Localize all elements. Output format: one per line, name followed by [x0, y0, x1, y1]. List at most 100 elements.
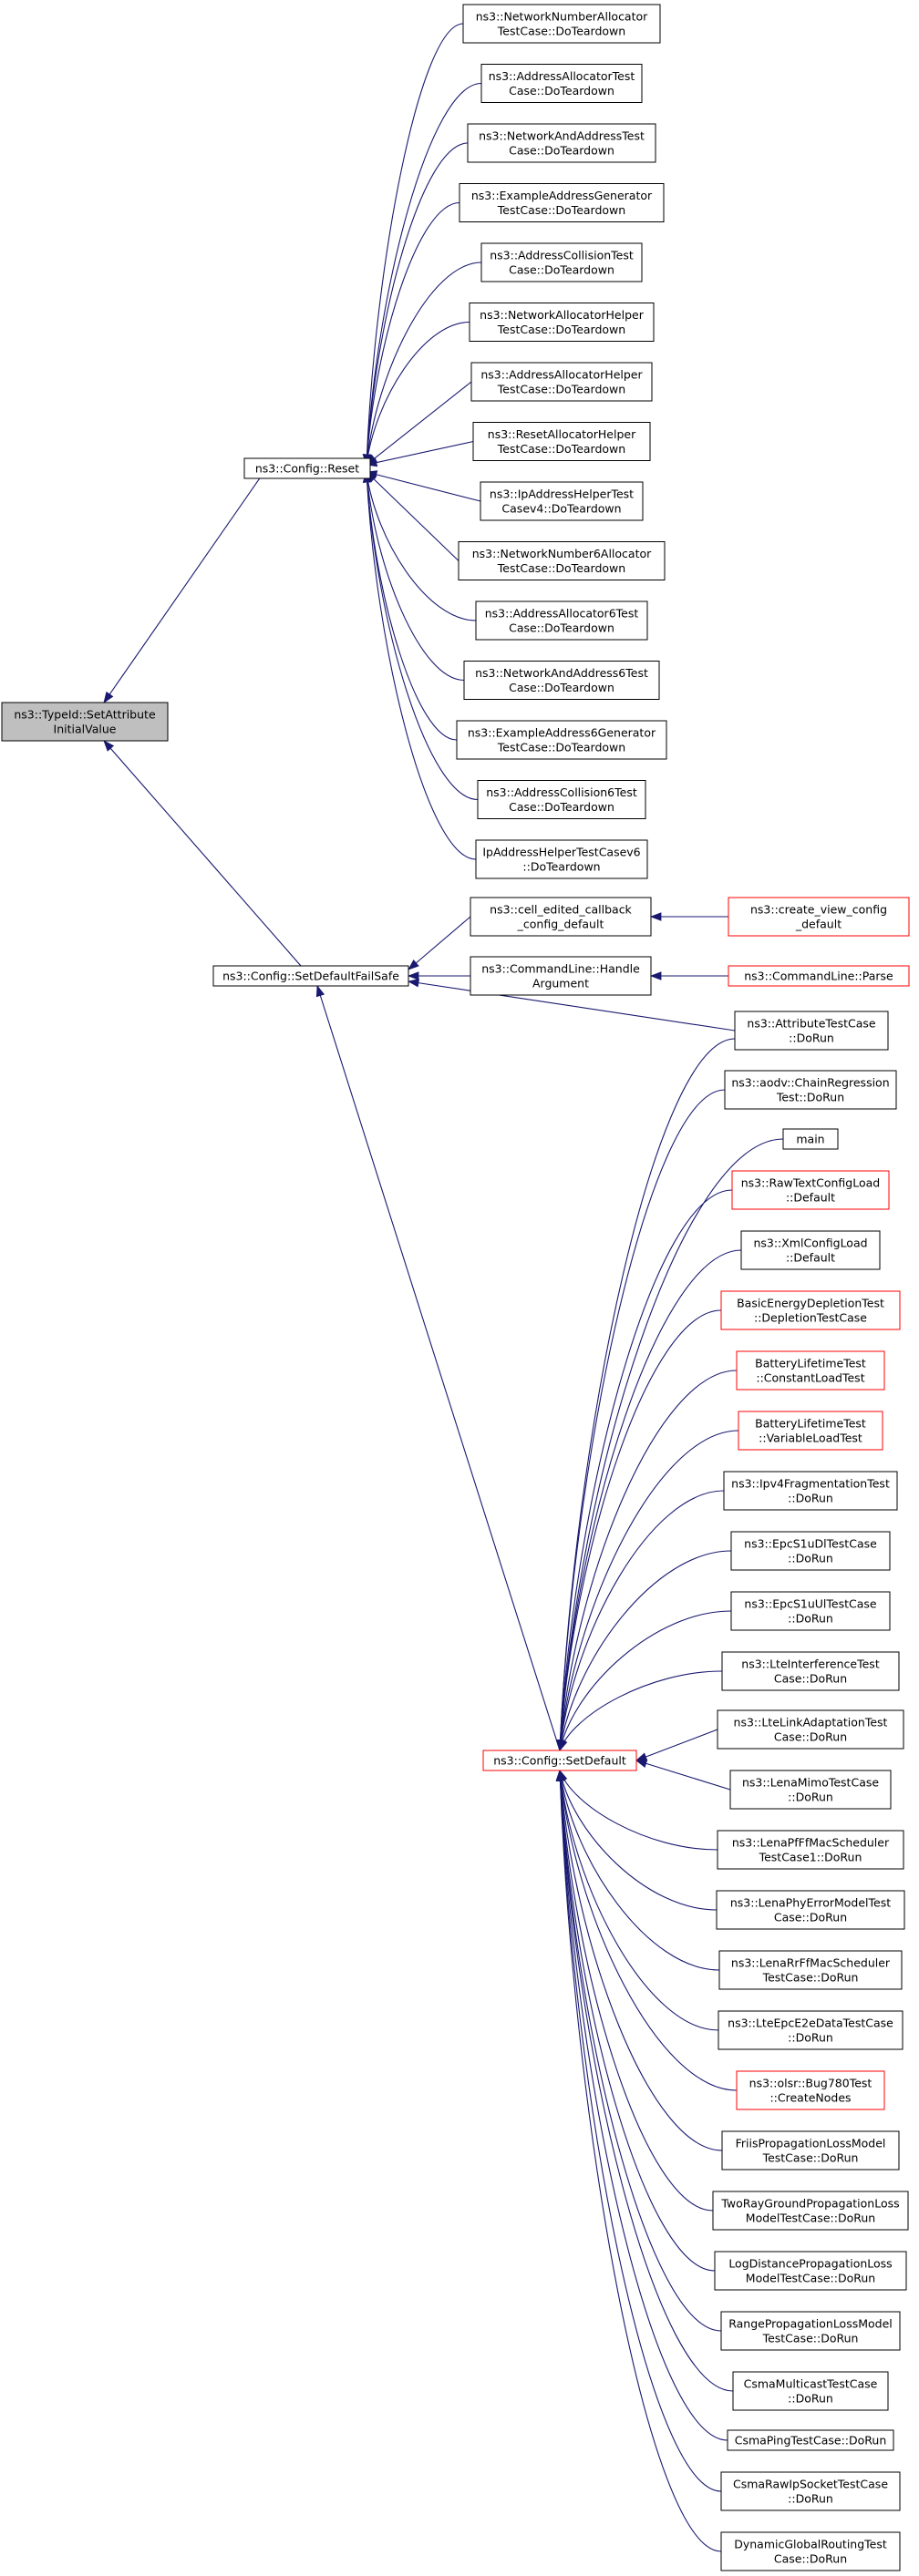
- node-ns3-networkandaddresstest-case-doteardown[interactable]: ns3::NetworkAndAddressTestCase::DoTeardo…: [467, 123, 656, 163]
- node-ns3-epcs1uultestcase-dorun[interactable]: ns3::EpcS1uUlTestCase::DoRun: [730, 1591, 891, 1631]
- edge-reset-caller-2: [366, 142, 469, 466]
- node-ns3-attributetestcase-dorun[interactable]: ns3::AttributeTestCase::DoRun: [734, 1011, 889, 1051]
- edge-attrtest-to-failsafe: [408, 980, 736, 1031]
- edge-setdefault-caller-0: [559, 1089, 726, 1751]
- node-batterylifetimetest-constantloadtest[interactable]: BatteryLifetimeTest::ConstantLoadTest: [736, 1350, 885, 1391]
- edge-reset-caller-7: [366, 440, 474, 466]
- node-ns3-addresscollisiontest-case-doteardown[interactable]: ns3::AddressCollisionTestCase::DoTeardow…: [480, 242, 643, 282]
- node-basicenergydepletiontest-depletiontestcase[interactable]: BasicEnergyDepletionTest::DepletionTestC…: [720, 1290, 901, 1330]
- node-ns3-config-reset[interactable]: ns3::Config::Reset: [243, 457, 371, 479]
- node-box: [724, 1070, 897, 1110]
- node-box: [782, 1128, 839, 1150]
- node-label: TestCase1::DoRun: [759, 1851, 862, 1864]
- node-box: [730, 1591, 891, 1631]
- node-ns3-resetallocatorhelper-testcase-doteardown[interactable]: ns3::ResetAllocatorHelperTestCase::DoTea…: [472, 422, 651, 461]
- node-box: [1, 702, 169, 742]
- node-label: ModelTestCase::DoRun: [746, 2272, 875, 2285]
- node-ns3-config-setdefaultfailsafe[interactable]: ns3::Config::SetDefaultFailSafe: [212, 965, 409, 987]
- node-box: [718, 1950, 903, 1990]
- node-ns3-networkandaddress6test-case-doteardown[interactable]: ns3::NetworkAndAddress6TestCase::DoTeard…: [463, 661, 660, 700]
- edge-handlearg-to-failsafe-arrowhead: [407, 971, 419, 980]
- node-box: [736, 1350, 885, 1391]
- node-label: LogDistancePropagationLoss: [728, 2257, 892, 2271]
- edge-reset-caller-3: [366, 201, 460, 466]
- edge-setdefault-to-failsafe-arrowhead: [315, 984, 325, 998]
- node-ns3-olsr-bug780test-createnodes[interactable]: ns3::olsr::Bug780Test::CreateNodes: [736, 2070, 885, 2110]
- node-label: Case::DoTeardown: [509, 621, 614, 635]
- node-label: ::CreateNodes: [769, 2091, 851, 2105]
- edge-setdefault-caller-22: [559, 1770, 734, 2392]
- node-ns3-lenapfffmacscheduler-testcase1-dorun[interactable]: ns3::LenaPfFfMacSchedulerTestCase1::DoRu…: [717, 1830, 904, 1870]
- node-ns3-networknumber6allocator-testcase-doteardown[interactable]: ns3::NetworkNumber6AllocatorTestCase::Do…: [458, 541, 666, 580]
- node-box: [728, 897, 910, 937]
- node-batterylifetimetest-variableloadtest[interactable]: BatteryLifetimeTest::VariableLoadTest: [738, 1411, 883, 1451]
- edge-setdefault-caller-12: [635, 1760, 731, 1791]
- node-ns3-rawtextconfigload-default[interactable]: ns3::RawTextConfigLoad::Default: [731, 1170, 890, 1210]
- node-csmamulticasttestcase-dorun[interactable]: CsmaMulticastTestCase::DoRun: [732, 2371, 889, 2411]
- node-label: ns3::LteInterferenceTest: [741, 1657, 880, 1671]
- node-label: ::DoRun: [788, 1552, 833, 1565]
- node-ns3-config-setdefault[interactable]: ns3::Config::SetDefault: [482, 1750, 637, 1771]
- node-box: [721, 2130, 900, 2171]
- node-ns3-addresscollision6test-case-doteardown[interactable]: ns3::AddressCollision6TestCase::DoTeardo…: [477, 780, 646, 819]
- node-label: Case::DoRun: [774, 1730, 847, 1744]
- edge-setdefault-caller-10: [559, 1670, 723, 1751]
- node-ipaddresshelpertestcasev6-doteardown[interactable]: IpAddressHelperTestCasev6::DoTeardown: [475, 839, 648, 879]
- node-ns3-addressallocator6test-case-doteardown[interactable]: ns3::AddressAllocator6TestCase::DoTeardo…: [475, 600, 648, 641]
- node-ns3-cell-edited-callback-config-default[interactable]: ns3::cell_edited_callback_config_default: [470, 897, 652, 937]
- node-ns3-create-view-config-default[interactable]: ns3::create_view_config_default: [728, 897, 910, 937]
- node-tworaygroundpropagationloss-modeltestcase-dorun[interactable]: TwoRayGroundPropagationLossModelTestCase…: [712, 2191, 909, 2231]
- node-ns3-lenamimotestcase-dorun[interactable]: ns3::LenaMimoTestCase::DoRun: [729, 1770, 892, 1810]
- node-ns3-exampleaddressgenerator-testcase-doteardown[interactable]: ns3::ExampleAddressGeneratorTestCase::Do…: [459, 183, 665, 222]
- edge-setdefault-caller-25: [559, 1770, 722, 2552]
- edge-setdefault-caller-7: [559, 1490, 725, 1751]
- node-csmapingtestcase-dorun[interactable]: CsmaPingTestCase::DoRun: [727, 2429, 894, 2451]
- node-ns3-ipv4fragmentationtest-dorun[interactable]: ns3::Ipv4FragmentationTest::DoRun: [723, 1471, 898, 1511]
- edge-failsafe-to-root: [103, 740, 302, 967]
- edge-reset-caller-1: [366, 82, 482, 466]
- node-box: [470, 956, 652, 996]
- node-main[interactable]: main: [782, 1128, 839, 1150]
- node-ns3-addressallocatorhelper-testcase-doteardown[interactable]: ns3::AddressAllocatorHelperTestCase::DoT…: [470, 362, 653, 402]
- node-label: ns3::NetworkAllocatorHelper: [480, 308, 645, 322]
- edge-setdefault-caller-5: [559, 1370, 738, 1751]
- node-ns3-commandline-parse[interactable]: ns3::CommandLine::Parse: [728, 965, 910, 987]
- edge-setdefault-caller-11-arrowhead: [635, 1752, 648, 1761]
- node-label: ::Default: [786, 1251, 835, 1265]
- node-box: [723, 1471, 898, 1511]
- node-ns3-ipaddresshelpertest-casev4-doteardown[interactable]: ns3::IpAddressHelperTestCasev4::DoTeardo…: [480, 481, 644, 521]
- node-label: ::DoRun: [788, 2492, 833, 2506]
- edge-setdefault-caller-10-arrowhead: [559, 1739, 568, 1752]
- node-label: ns3::LenaPhyErrorModelTest: [730, 1896, 891, 1910]
- edges-layer: [103, 23, 784, 2552]
- node-label: InitialValue: [54, 723, 117, 736]
- node-label: ns3::Config::Reset: [255, 462, 359, 476]
- node-ns3-addressallocatortest-case-doteardown[interactable]: ns3::AddressAllocatorTestCase::DoTeardow…: [480, 64, 643, 103]
- edge-setdefault-caller-13: [559, 1770, 718, 1851]
- node-label: Case::DoRun: [774, 2552, 847, 2566]
- node-label: Case::DoTeardown: [509, 263, 614, 277]
- edge-setdefault-caller-2: [559, 1189, 733, 1751]
- node-logdistancepropagationloss-modeltestcase-dorun[interactable]: LogDistancePropagationLossModelTestCase:…: [714, 2251, 907, 2291]
- node-ns3-epcs1udltestcase-dorun[interactable]: ns3::EpcS1uDlTestCase::DoRun: [730, 1531, 891, 1571]
- node-csmarawipsockettestcase-dorun[interactable]: CsmaRawIpSocketTestCase::DoRun: [720, 2471, 901, 2511]
- node-label: Case::DoTeardown: [509, 84, 614, 97]
- node-label: TestCase::DoTeardown: [497, 442, 625, 456]
- node-box: [731, 1170, 890, 1210]
- node-label: ::DepletionTestCase: [754, 1311, 867, 1325]
- node-ns3-networknumberallocator-testcase-doteardown[interactable]: ns3::NetworkNumberAllocatorTestCase::DoT…: [462, 4, 661, 44]
- node-ns3-xmlconfigload-default[interactable]: ns3::XmlConfigLoad::Default: [740, 1230, 881, 1270]
- node-ns3-exampleaddress6generator-testcase-doteardown[interactable]: ns3::ExampleAddress6GeneratorTestCase::D…: [456, 720, 667, 760]
- node-ns3-lteepce2edatatestcase-dorun[interactable]: ns3::LteEpcE2eDataTestCase::DoRun: [718, 2010, 904, 2050]
- node-ns3-networkallocatorhelper-testcase-doteardown[interactable]: ns3::NetworkAllocatorHelperTestCase::DoT…: [469, 303, 655, 342]
